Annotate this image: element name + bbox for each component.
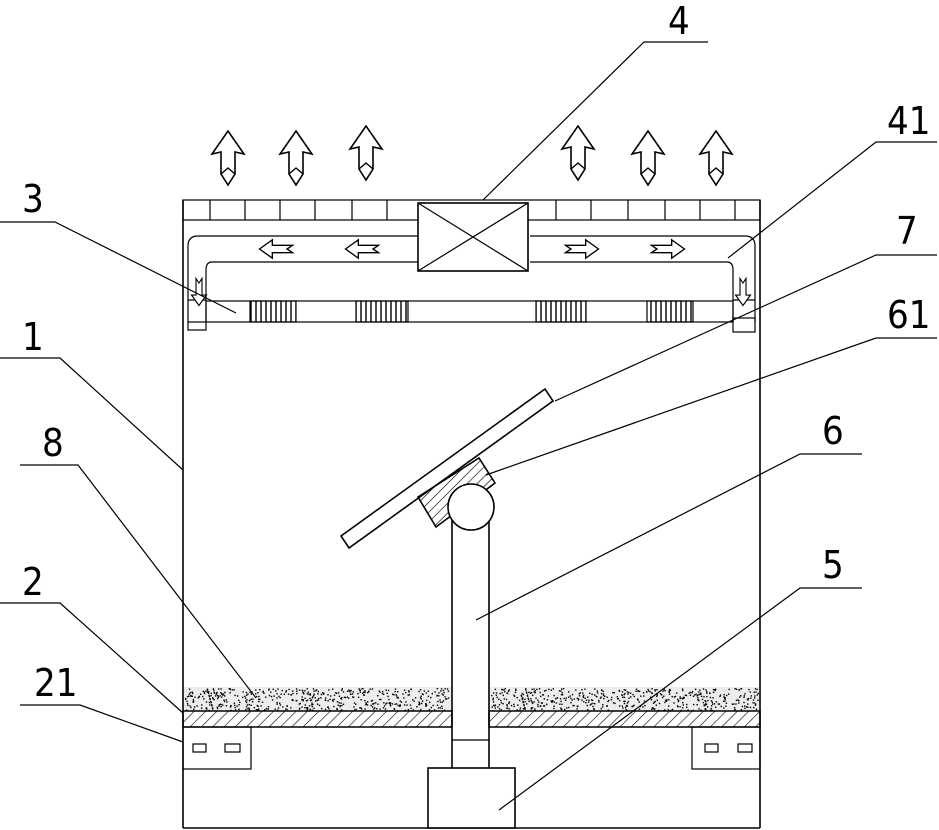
motor-base [428, 768, 515, 828]
label-1: 1 [22, 315, 44, 359]
label-21: 21 [34, 661, 78, 705]
label-2: 2 [22, 560, 44, 604]
label-7: 7 [896, 209, 918, 253]
label-4: 4 [668, 0, 690, 43]
label-6: 6 [822, 409, 844, 453]
fan-unit [418, 203, 528, 271]
label-61: 61 [887, 293, 931, 337]
exhaust-arrows [212, 126, 732, 185]
label-5: 5 [822, 543, 844, 587]
label-8: 8 [42, 421, 64, 465]
support-column [448, 484, 494, 770]
spray-bar [206, 301, 733, 322]
tilted-panel [341, 389, 553, 548]
label-41: 41 [887, 99, 931, 143]
label-3: 3 [22, 177, 44, 221]
